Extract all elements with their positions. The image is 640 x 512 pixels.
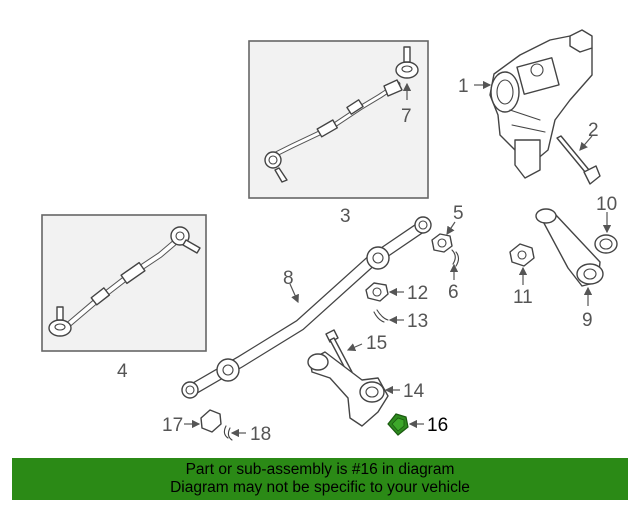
part-12-nut[interactable] bbox=[365, 282, 389, 302]
callout-12[interactable]: 12 bbox=[407, 283, 428, 304]
callout-labels: 1 2 3 4 5 6 7 8 9 10 11 12 13 14 15 16 1… bbox=[117, 76, 617, 445]
part-10-seal-ring[interactable] bbox=[594, 234, 618, 254]
subassembly-box-4[interactable] bbox=[41, 214, 207, 352]
steering-gear-box[interactable] bbox=[489, 29, 593, 179]
part-6-cotter-pin[interactable] bbox=[451, 249, 460, 267]
part-5-nut[interactable] bbox=[431, 233, 453, 253]
subassembly-box-3[interactable] bbox=[248, 40, 429, 199]
callout-14[interactable]: 14 bbox=[403, 381, 425, 402]
gear-box-bolt[interactable] bbox=[556, 135, 601, 185]
part-18-cotter-pin[interactable] bbox=[223, 425, 233, 441]
callout-18[interactable]: 18 bbox=[250, 424, 271, 445]
part-17-nut[interactable] bbox=[200, 409, 222, 433]
callout-13[interactable]: 13 bbox=[407, 311, 428, 332]
callout-2[interactable]: 2 bbox=[588, 120, 599, 141]
callout-11[interactable]: 11 bbox=[513, 287, 533, 308]
callout-16[interactable]: 16 bbox=[427, 415, 448, 436]
callout-3[interactable]: 3 bbox=[340, 206, 351, 227]
fitment-notice-banner: Part or sub-assembly is #16 in diagram D… bbox=[12, 458, 628, 500]
callout-6[interactable]: 6 bbox=[448, 282, 459, 303]
callout-5[interactable]: 5 bbox=[453, 203, 464, 224]
callout-4[interactable]: 4 bbox=[117, 361, 128, 382]
callout-15[interactable]: 15 bbox=[366, 333, 387, 354]
part-13-cotter-pin[interactable] bbox=[373, 309, 389, 323]
banner-line-2: Diagram may not be specific to your vehi… bbox=[170, 479, 470, 496]
callout-17[interactable]: 17 bbox=[162, 415, 183, 436]
callout-8[interactable]: 8 bbox=[283, 268, 294, 289]
idler-arm[interactable] bbox=[307, 351, 389, 427]
part-11-nut[interactable] bbox=[509, 243, 535, 267]
callout-7[interactable]: 7 bbox=[401, 106, 412, 127]
callout-1[interactable]: 1 bbox=[458, 76, 469, 97]
banner-line-1: Part or sub-assembly is #16 in diagram bbox=[185, 461, 455, 478]
callout-9[interactable]: 9 bbox=[582, 310, 593, 331]
callout-10[interactable]: 10 bbox=[596, 194, 617, 215]
leader-lines bbox=[184, 80, 612, 438]
pitman-arm[interactable] bbox=[535, 208, 604, 287]
part-15-bolt[interactable] bbox=[325, 329, 353, 375]
center-link[interactable] bbox=[181, 216, 432, 399]
part-16-bushing-highlighted[interactable] bbox=[387, 413, 409, 436]
